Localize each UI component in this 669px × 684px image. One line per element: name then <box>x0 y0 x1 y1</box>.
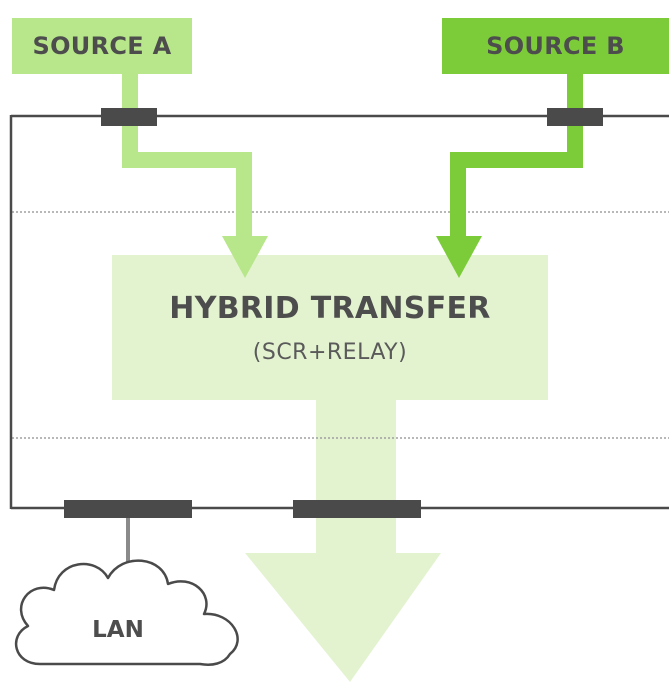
source-b-arrowhead <box>436 236 482 278</box>
lan-connector <box>64 500 192 518</box>
source-b-connector <box>547 108 603 126</box>
hybrid-transfer-subtitle: (SCR+RELAY) <box>252 339 408 365</box>
source-b-path <box>450 74 583 242</box>
output-arrow-shaft <box>316 398 396 553</box>
hybrid-transfer-box <box>112 255 548 400</box>
source-a-connector <box>101 108 157 126</box>
source-a-box <box>12 18 192 74</box>
hybrid-transfer-title: HYBRID TRANSFER <box>169 290 491 326</box>
source-a-path <box>122 74 252 242</box>
output-arrow-head <box>245 553 441 682</box>
lan-label: LAN <box>92 617 144 643</box>
source-a-arrowhead <box>222 236 268 278</box>
source-b-label: SOURCE B <box>486 32 625 60</box>
cloud-icon <box>14 559 239 666</box>
source-b-box <box>442 18 669 74</box>
source-a-label: SOURCE A <box>32 32 172 60</box>
output-connector <box>293 500 421 518</box>
